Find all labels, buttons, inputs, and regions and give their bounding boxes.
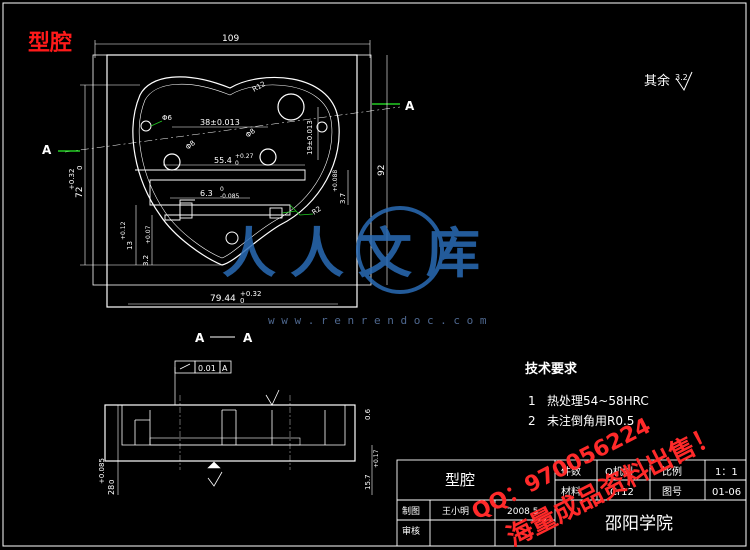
- dim-72-tol-low: 0: [76, 166, 84, 170]
- tb-drawing-no-value: 01-06: [712, 487, 741, 498]
- surface-note-text: 其余: [644, 73, 670, 89]
- roughness-symbol: [675, 71, 693, 92]
- hole-phi6-left: [140, 120, 152, 132]
- dim-28-tol: +0.085: [98, 458, 106, 484]
- hole-bottom: [225, 231, 239, 245]
- dim-55-tol: +0.27: [235, 153, 254, 160]
- dim-72-tol: +0.32: [68, 169, 76, 190]
- small-slot: [179, 202, 193, 219]
- dim-72: 72: [75, 187, 85, 198]
- section-outline: [104, 404, 356, 462]
- hole-r12: [277, 93, 305, 121]
- tech-item-2-num: 2: [528, 414, 536, 428]
- tb-material-value: Cr12: [610, 487, 634, 498]
- dim-phi6: Φ6: [162, 114, 173, 122]
- section-line: [64, 106, 401, 153]
- section-insert: [149, 437, 301, 446]
- section-label-b: A: [243, 331, 253, 345]
- tech-requirements: 技术要求 1 热处理54~58HRC 2 未注倒角用R0.5: [525, 361, 649, 428]
- dim-63-tol-low: -0.085: [220, 193, 240, 200]
- dim-63-tol: 0: [220, 186, 224, 193]
- dim-15: 15.7: [364, 474, 372, 490]
- tb-scale-value: 1：1: [715, 467, 738, 478]
- dim-38: 38±0.013: [200, 118, 240, 127]
- dim-63: 6.3: [200, 189, 213, 198]
- tb-part-name: 型腔: [445, 471, 475, 489]
- tol-datum: A: [222, 364, 228, 373]
- section-marker-left: A: [42, 143, 52, 157]
- dim-28: 28: [107, 485, 116, 495]
- tol-parallel-1: [179, 363, 191, 370]
- watermark-logo-ring: [356, 206, 444, 294]
- tb-drawn-label: 制图: [402, 505, 420, 517]
- dim-phi8: Φ8: [184, 139, 197, 152]
- dim-79-tol: +0.32: [240, 290, 261, 298]
- tb-checked-label: 审核: [402, 525, 420, 537]
- dim-55-tol-low: 0: [235, 160, 239, 167]
- hole-phi6-right: [316, 121, 328, 133]
- cavity-contour: [132, 76, 340, 266]
- tol-frame-datum-box: [219, 360, 232, 374]
- tol-frame-symbol: [174, 360, 196, 374]
- dim-32: 3.2: [142, 255, 150, 266]
- dim-32-tol: +0.07: [145, 225, 152, 244]
- dim-15-tol: +0.17: [373, 449, 380, 468]
- tb-scale-label: 比例: [662, 465, 682, 478]
- dim-79-tol-low: 0: [240, 297, 244, 305]
- tech-item-2-text: 未注倒角用R0.5: [547, 413, 634, 428]
- datum-triangle: [207, 461, 221, 469]
- dim-79: 79.44: [210, 294, 236, 304]
- tol-value: 0.01: [198, 364, 216, 373]
- dim-92: 92: [377, 165, 387, 176]
- leader-slot: [281, 210, 297, 214]
- section-cavity: [121, 405, 346, 446]
- tb-quantity-value: Q机制: [605, 465, 633, 478]
- dim-13-tol: +0.12: [120, 221, 127, 240]
- drawing-title: 型腔: [28, 30, 72, 56]
- dim-37-tol: +0.088: [332, 170, 339, 192]
- tb-quantity-label: 件数: [561, 465, 581, 478]
- dim-28-tol-low: 0: [108, 480, 116, 484]
- watermark-url: w w w . r e n r e n d o c . c o m: [268, 314, 487, 327]
- dim-phi10: Φ8: [244, 127, 257, 140]
- dim-06: 0.6: [364, 408, 372, 420]
- plate-inner-line: [92, 54, 372, 286]
- tech-item-1-text: 热处理54~58HRC: [547, 394, 649, 408]
- title-block: [396, 459, 747, 547]
- tech-item-1-num: 1: [528, 394, 536, 408]
- section-label: A A: [195, 331, 253, 345]
- section-label-a: A: [195, 331, 205, 345]
- dim-19: 19±0.013: [306, 120, 314, 155]
- small-slot-right: [269, 207, 283, 219]
- tech-heading: 技术要求: [525, 361, 578, 377]
- watermark-qq: QQ：970056224 海量成品资料出售！: [468, 414, 724, 550]
- hole-phi8-left: [163, 153, 181, 171]
- dim-109: 109: [222, 34, 239, 44]
- tb-school: 邵阳学院: [605, 514, 673, 534]
- section-view: 0.01 A 28 +0.085 0 15.7 +0.17 0.6: [98, 360, 380, 495]
- section-marker-right: A: [405, 99, 415, 113]
- leader-r2: [289, 204, 314, 216]
- title-block-frame: [396, 459, 747, 547]
- section-steps: [134, 409, 326, 445]
- tb-material-label: 材料: [561, 485, 581, 498]
- section-roughness: [265, 389, 280, 406]
- dim-55: 55.4: [214, 156, 232, 165]
- dim-r2: R2: [311, 205, 323, 217]
- surface-note: 其余 3.2: [644, 71, 693, 92]
- leader-phi6: [150, 120, 163, 127]
- dim-13: 13: [126, 241, 134, 250]
- hole-phi8-right: [259, 148, 277, 166]
- datum-roughness: [207, 471, 223, 487]
- watermark-brand: 人人文库: [222, 222, 494, 285]
- watermark-renren: 人人文库 w w w . r e n r e n d o c . c o m: [222, 206, 494, 327]
- surface-roughness-value: 3.2: [675, 73, 688, 82]
- tb-drawing-no-label: 图号: [662, 486, 682, 498]
- tb-date: 2008.5: [507, 507, 539, 517]
- dim-37: 3.7: [339, 193, 347, 204]
- tb-drawn-name: 王小明: [442, 506, 469, 517]
- dim-r12: R12: [251, 80, 267, 94]
